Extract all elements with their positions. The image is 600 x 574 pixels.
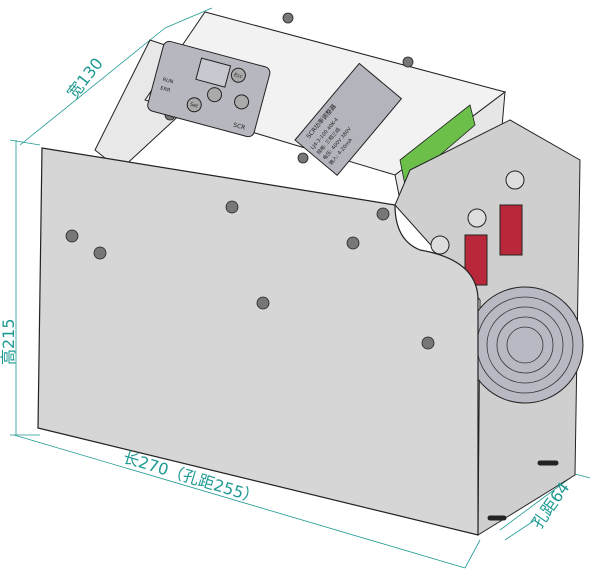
terminal-bolt [505,170,525,190]
terminal-bolt [430,235,450,255]
control-panel: Esc Set RUN ERR SCR [147,40,271,138]
run-label: RUN [162,77,174,86]
err-label: ERR [160,86,172,95]
esc-button[interactable] [230,67,247,84]
busbar [499,204,523,256]
up-button[interactable] [206,86,223,103]
fan [466,286,584,404]
width-dimension: 宽130 [63,54,107,102]
set-button[interactable] [186,96,203,113]
esc-label: Esc [233,72,243,80]
panel-brand: SCR [232,122,246,132]
set-label: Set [189,102,199,110]
display [195,57,232,88]
screws [65,12,435,350]
height-dimension: 高215 [0,318,18,365]
terminal-block [399,104,476,186]
front-plate [37,147,479,536]
terminal-bolt [467,208,487,228]
dimension-lines [9,7,591,569]
down-button[interactable] [233,93,250,110]
